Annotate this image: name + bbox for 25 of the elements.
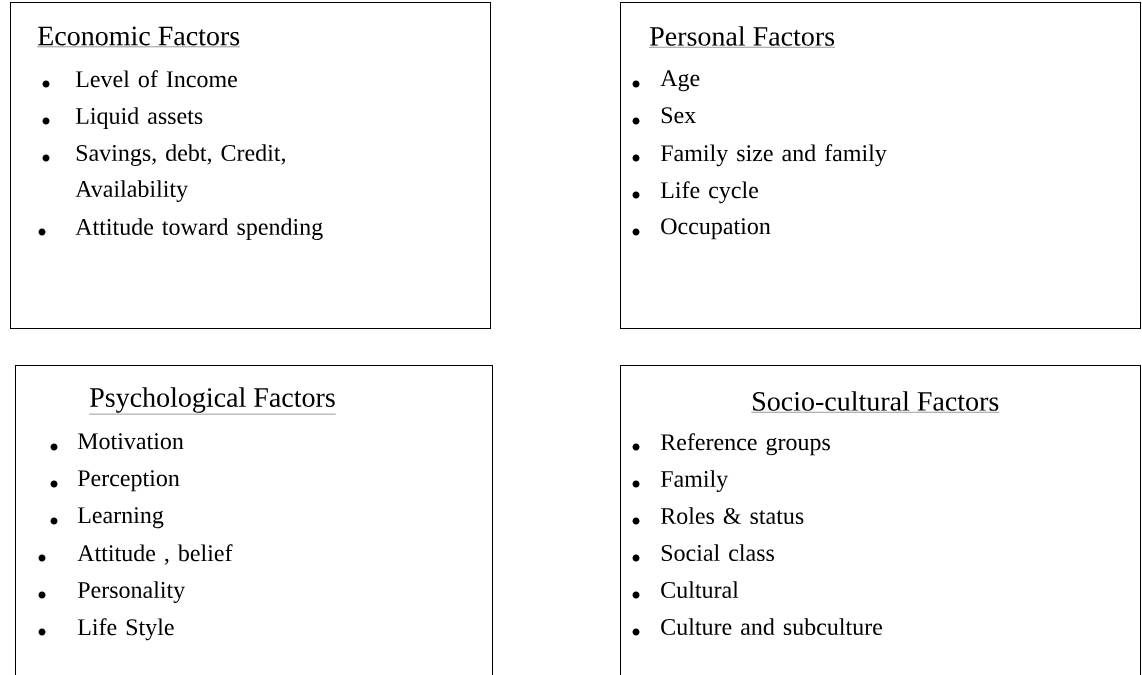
list-item: Cultural xyxy=(661,581,739,599)
list-item: Family size and family xyxy=(660,144,887,167)
list-item: Savings, debt, Credit, Availability xyxy=(75,144,285,203)
list-item: Level of Income xyxy=(75,70,237,88)
list-item: Age xyxy=(660,70,700,92)
list-item: Roles & status xyxy=(660,507,804,525)
list-item: Occupation xyxy=(661,218,771,240)
list-item: Social class xyxy=(661,544,774,562)
heading: Economic Factors xyxy=(37,26,241,47)
heading: Personal Factors xyxy=(649,26,836,48)
list-item: Attitude , belief xyxy=(77,544,233,565)
list-item: Reference groups xyxy=(660,433,830,456)
list-item: Family xyxy=(660,470,729,493)
list-item: Liquid assets xyxy=(75,107,203,129)
heading: Socio-cultural Factors xyxy=(751,391,1000,413)
list-item: Attitude toward spending xyxy=(75,218,323,241)
list-item: Culture and subculture xyxy=(661,618,882,636)
list-item: Life Style xyxy=(77,618,174,641)
list-item: Perception xyxy=(77,470,180,492)
list-item: Sex xyxy=(661,107,696,124)
heading: Psychological Factors xyxy=(89,387,336,415)
list-item: Motivation xyxy=(77,433,184,450)
list-item: Personality xyxy=(77,581,186,604)
list-item: Life cycle xyxy=(660,181,758,204)
list-item: Learning xyxy=(77,507,164,529)
